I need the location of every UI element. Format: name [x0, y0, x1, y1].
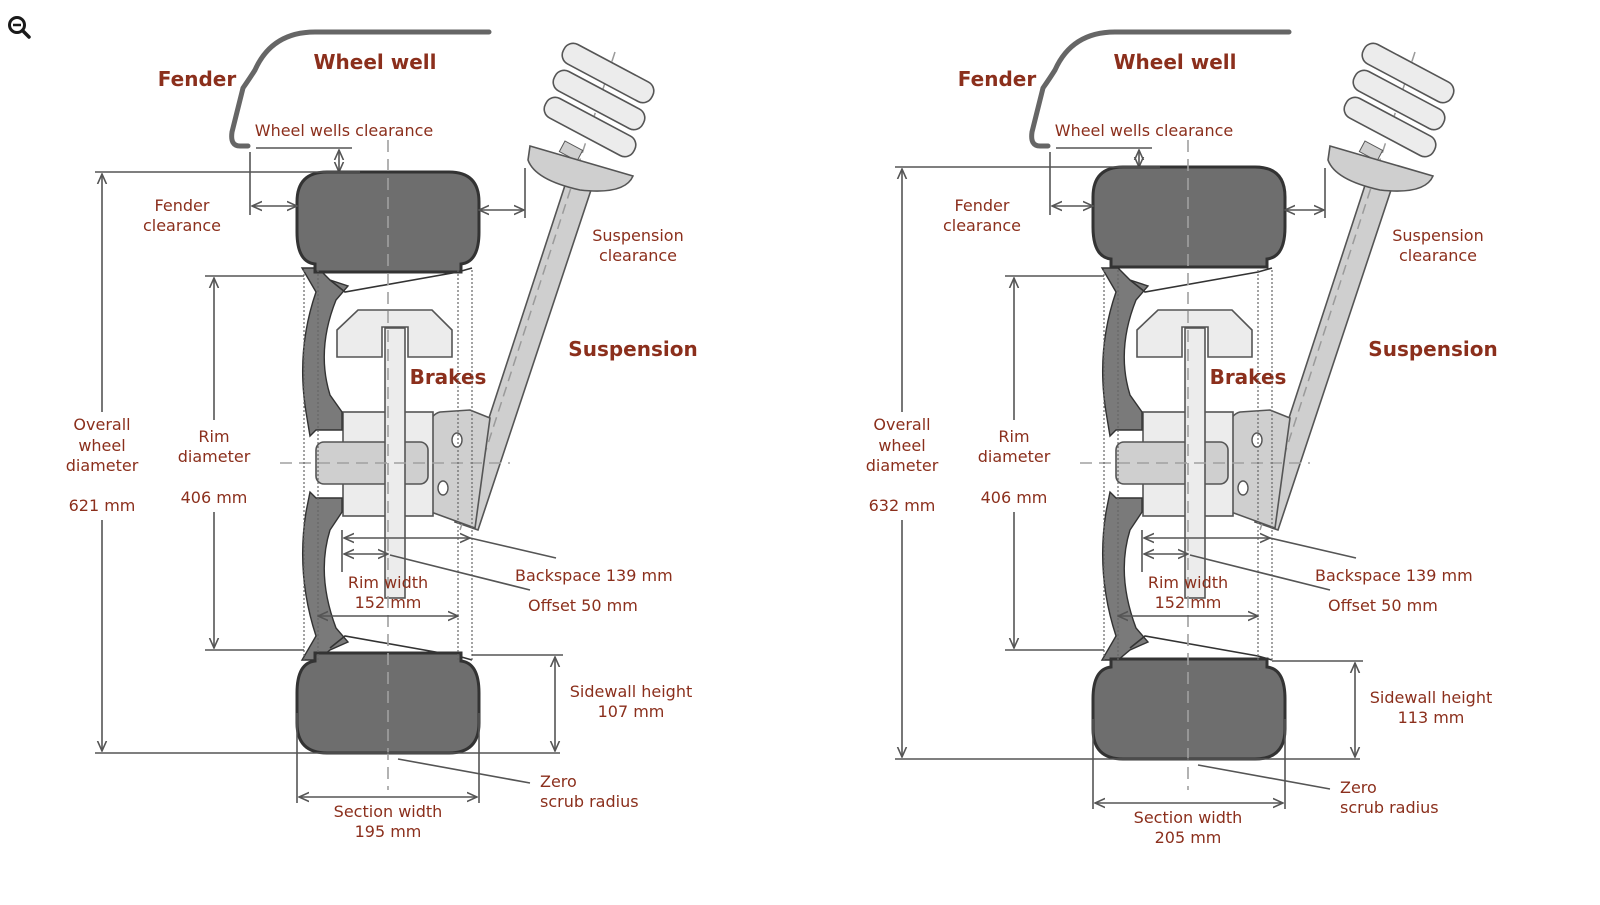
backspace-leader — [1269, 537, 1357, 559]
knuckle-bolt-hole — [1237, 480, 1249, 496]
fender-outline — [229, 29, 492, 149]
sidewall-height-value: 113 mm — [1398, 708, 1465, 727]
overall-diameter-label: Overall — [873, 415, 930, 434]
backspace-leader — [469, 537, 557, 559]
fender-clearance-label: clearance — [143, 216, 221, 235]
sidewall-height-label: Sidewall height — [1370, 688, 1492, 707]
fender-outline — [1029, 29, 1292, 149]
scrub-radius-label: scrub radius — [1340, 798, 1439, 817]
zoom-out-icon — [8, 16, 31, 39]
wheel-well-label: Wheel well — [314, 50, 437, 74]
brakes-label: Brakes — [1210, 365, 1287, 389]
tire-bottom — [1091, 657, 1287, 761]
overall-diameter-label: wheel — [878, 436, 925, 455]
suspension-label: Suspension — [1368, 337, 1497, 361]
rim-diameter-label: diameter — [178, 447, 251, 466]
tire-top — [1091, 165, 1287, 269]
wheel-well-label: Wheel well — [1114, 50, 1237, 74]
fender-label: Fender — [158, 67, 237, 91]
offset-leader — [389, 554, 531, 591]
sidewall-height-value: 107 mm — [598, 702, 665, 721]
section-width-value: 195 mm — [355, 822, 422, 841]
rim-lower — [300, 490, 350, 661]
rim-diameter-label: Rim — [998, 427, 1029, 446]
backspace-label: Backspace 139 mm — [515, 566, 673, 585]
zoom-out-button[interactable] — [6, 14, 34, 42]
fender-label: Fender — [958, 67, 1037, 91]
section-width-label: Section width — [1134, 808, 1243, 827]
rim-width-value: 152 mm — [355, 593, 422, 612]
rim-upper — [1100, 267, 1150, 438]
rim-barrel-top — [1129, 267, 1273, 293]
brake-caliper — [336, 309, 453, 358]
rim-barrel-bottom — [1129, 635, 1273, 661]
wheel-wells-clearance-label: Wheel wells clearance — [255, 121, 433, 140]
offset-leader — [1189, 554, 1331, 591]
fender-clearance-label: Fender — [155, 196, 210, 215]
rim-barrel-bottom — [329, 635, 473, 661]
scrub-radius-label: Zero — [540, 772, 577, 791]
rim-diameter-label: diameter — [978, 447, 1051, 466]
rim-width-value: 152 mm — [1155, 593, 1222, 612]
rim-width-label: Rim width — [348, 573, 428, 592]
rim-barrel-top — [329, 267, 473, 293]
overall-diameter-label: diameter — [866, 456, 939, 475]
suspension-label: Suspension — [568, 337, 697, 361]
overall-diameter-label: wheel — [78, 436, 125, 455]
fender-clearance-label: Fender — [955, 196, 1010, 215]
fender-clearance-label: clearance — [943, 216, 1021, 235]
brakes-label: Brakes — [410, 365, 487, 389]
scrub-radius-label: Zero — [1340, 778, 1377, 797]
knuckle-bolt-hole — [437, 480, 449, 496]
suspension-clearance-label: Suspension — [592, 226, 683, 245]
section-width-value: 205 mm — [1155, 828, 1222, 847]
overall-diameter-value: 632 mm — [869, 496, 936, 515]
spring-coil — [1352, 69, 1446, 131]
spring-seat — [527, 144, 635, 192]
spring-coil — [1343, 96, 1437, 158]
suspension-clearance-label: clearance — [1399, 246, 1477, 265]
knuckle-bolt-hole — [1251, 432, 1263, 448]
rim-diameter-value: 406 mm — [981, 488, 1048, 507]
spring-coil — [561, 42, 655, 104]
rim-width-label: Rim width — [1148, 573, 1228, 592]
rim-upper — [300, 267, 350, 438]
spring-coil — [543, 96, 637, 158]
sidewall-height-label: Sidewall height — [570, 682, 692, 701]
axle-spindle — [1115, 441, 1229, 485]
suspension-clearance-label: clearance — [599, 246, 677, 265]
spring-coil — [1361, 42, 1455, 104]
suspension-strut — [1253, 42, 1455, 532]
scrub-radius-leader — [1197, 764, 1331, 790]
section-width-label: Section width — [334, 802, 443, 821]
overall-diameter-value: 621 mm — [69, 496, 136, 515]
overall-diameter-label: Overall — [73, 415, 130, 434]
suspension-strut — [453, 42, 655, 532]
spring-seat — [1327, 144, 1435, 192]
rim-lower — [1100, 490, 1150, 661]
axle-spindle — [315, 441, 429, 485]
brake-caliper — [1136, 309, 1253, 358]
offset-label: Offset 50 mm — [528, 596, 638, 615]
spring-coil — [552, 69, 646, 131]
backspace-label: Backspace 139 mm — [1315, 566, 1473, 585]
rim-diameter-label: Rim — [198, 427, 229, 446]
scrub-radius-leader — [397, 758, 531, 784]
knuckle-bolt-hole — [451, 432, 463, 448]
scrub-radius-label: scrub radius — [540, 792, 639, 811]
offset-label: Offset 50 mm — [1328, 596, 1438, 615]
wheel-wells-clearance-label: Wheel wells clearance — [1055, 121, 1233, 140]
suspension-clearance-label: Suspension — [1392, 226, 1483, 245]
overall-diameter-label: diameter — [66, 456, 139, 475]
rim-diameter-value: 406 mm — [181, 488, 248, 507]
